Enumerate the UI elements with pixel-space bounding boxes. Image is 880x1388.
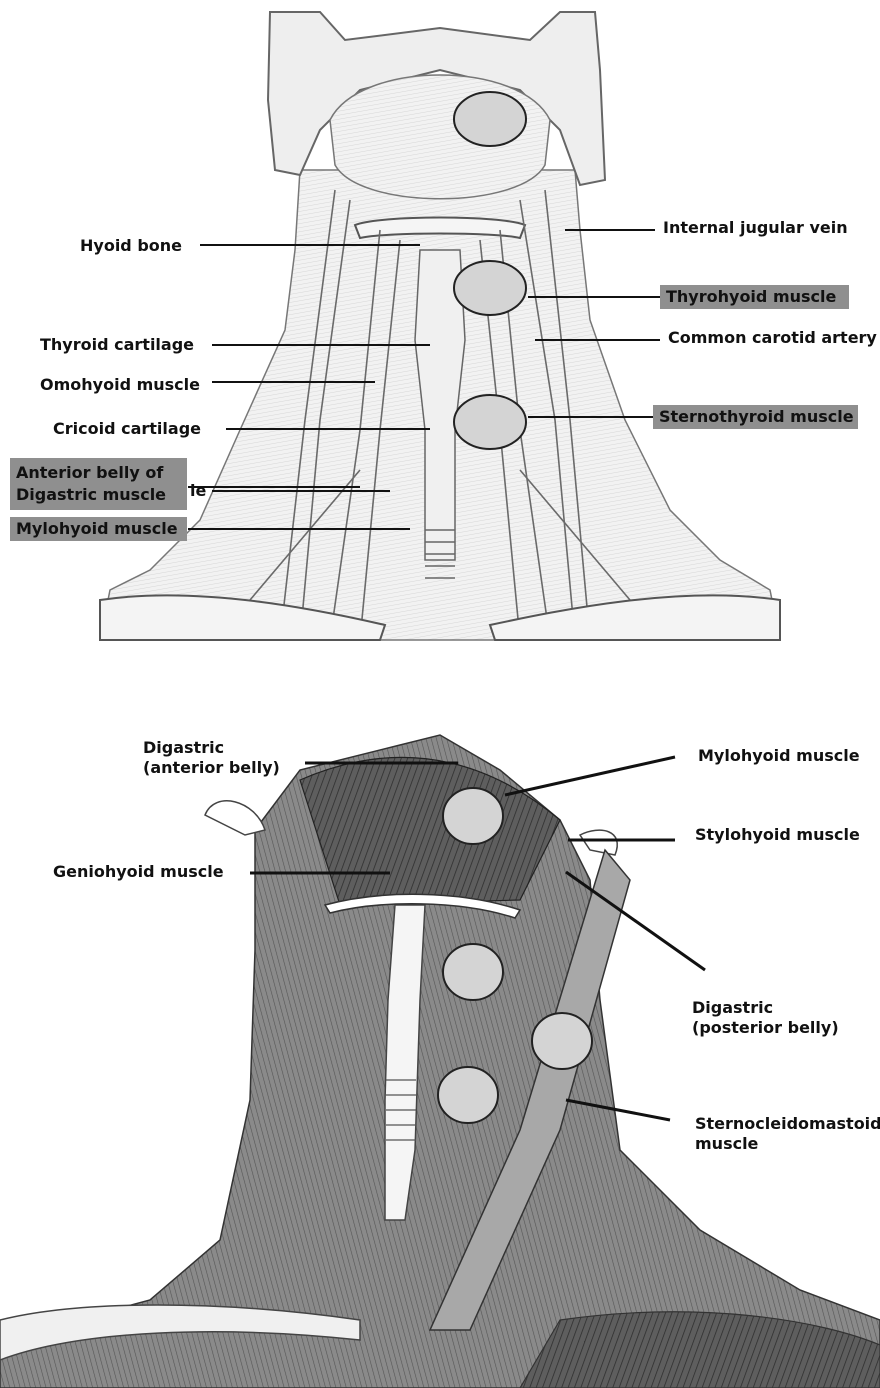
ear-right: [580, 830, 617, 855]
label-sternocleidomastoid: Sternocleidomastoid muscle: [695, 1114, 880, 1154]
label-sternothyroid-muscle: Sternothyroid muscle: [653, 405, 858, 429]
label-stylohyoid-muscle: Stylohyoid muscle: [695, 825, 860, 845]
top-illustration: [100, 12, 780, 640]
marker-oval-1[interactable]: [454, 92, 526, 146]
label-mylohyoid-muscle-bottom: Mylohyoid muscle: [698, 746, 860, 766]
label-omohyoid-muscle: Omohyoid muscle: [40, 375, 200, 395]
label-partial-fragment: le: [190, 481, 206, 501]
label-thyrohyoid-muscle: Thyrohyoid muscle: [660, 285, 849, 309]
label-internal-jugular-vein: Internal jugular vein: [663, 218, 848, 238]
label-thyroid-cartilage: Thyroid cartilage: [40, 335, 194, 355]
marker-circle-2[interactable]: [443, 944, 503, 1000]
label-digastric-anterior: Digastric (anterior belly): [143, 738, 280, 778]
marker-circle-4[interactable]: [438, 1067, 498, 1123]
marker-circle-1[interactable]: [443, 788, 503, 844]
label-cricoid-cartilage: Cricoid cartilage: [53, 419, 201, 439]
marker-oval-3[interactable]: [454, 395, 526, 449]
label-geniohyoid-muscle: Geniohyoid muscle: [53, 862, 224, 882]
label-common-carotid-artery: Common carotid artery: [668, 328, 877, 348]
label-digastric-posterior: Digastric (posterior belly): [692, 998, 839, 1038]
label-mylohyoid-muscle-top: Mylohyoid muscle: [10, 517, 187, 541]
ear-left: [205, 801, 265, 835]
label-hyoid-bone: Hyoid bone: [80, 236, 182, 256]
submandibular-region: [300, 757, 560, 905]
marker-circle-3[interactable]: [532, 1013, 592, 1069]
label-anterior-belly-digastric: Anterior belly of Digastric muscle: [10, 458, 187, 510]
marker-oval-2[interactable]: [454, 261, 526, 315]
